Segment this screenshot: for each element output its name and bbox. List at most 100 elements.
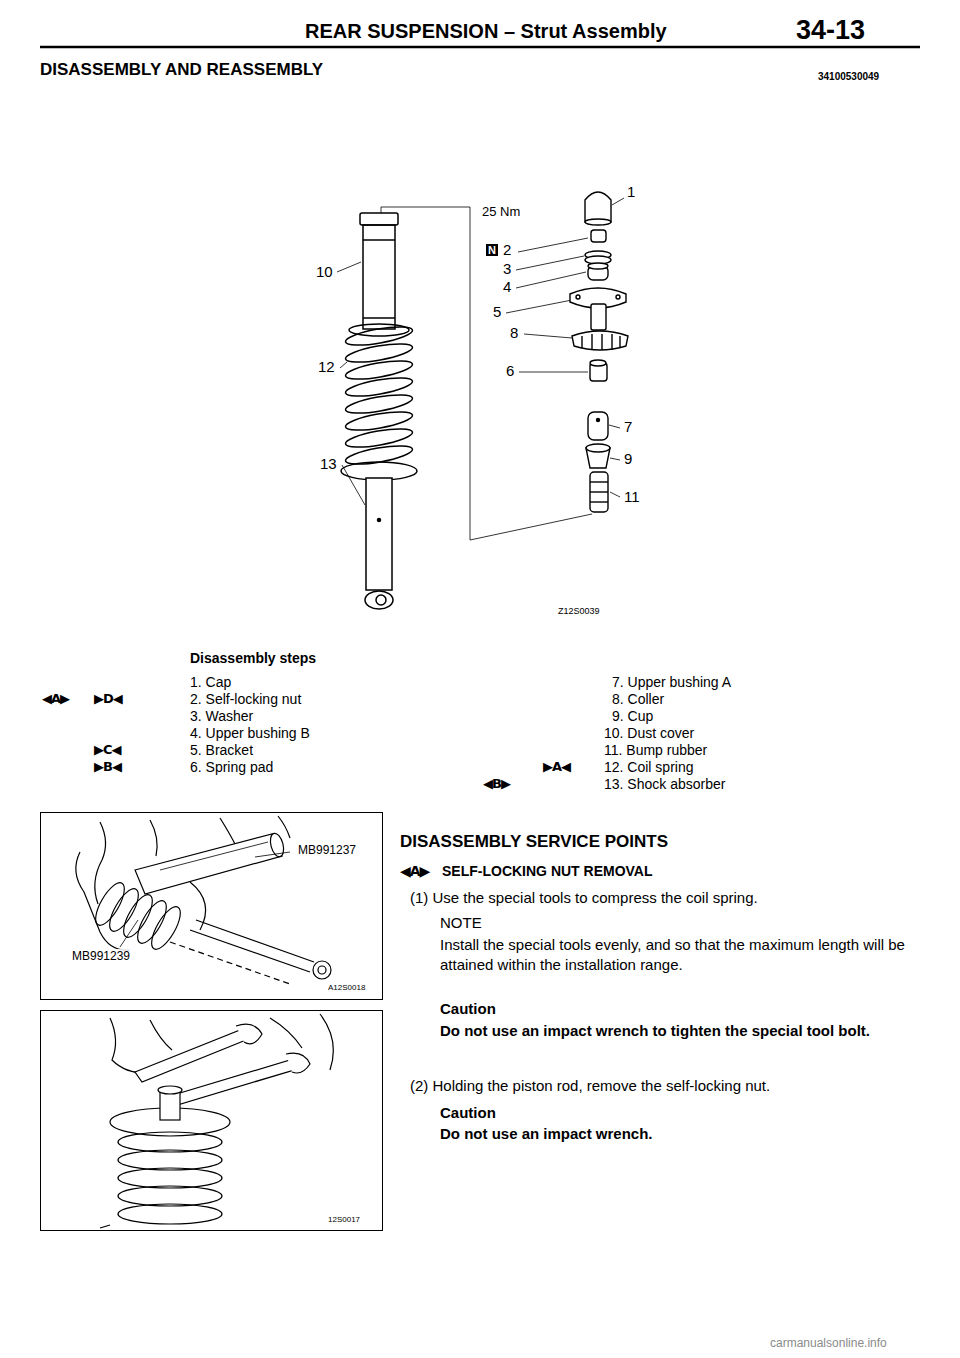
exploded-parts [570, 192, 628, 512]
step-item: 1. Cap [190, 674, 231, 691]
step-item: 6. Spring pad [190, 759, 273, 776]
note-text: Install the special tools evenly, and so… [440, 935, 920, 976]
torque-value: 25 Nm [482, 204, 520, 220]
strut-assembly-part [376, 595, 386, 605]
step-item: 9. Cup [612, 708, 653, 725]
service-point-mark: ◀A▶ [42, 691, 69, 707]
strut-assembly-part [360, 213, 398, 225]
nut-removal-figure-part [118, 1204, 222, 1224]
caution-text: Do not use an impact wrench. [440, 1125, 653, 1143]
leader-line-part [340, 362, 347, 368]
leader-line-part [609, 425, 620, 428]
spring-compressor-figure-part [255, 852, 290, 857]
nut-removal-figure-part [118, 1186, 222, 1206]
figure-code: Z12S0039 [558, 606, 600, 617]
callout-number: 11 [624, 488, 640, 506]
exploded-parts-part [591, 230, 606, 242]
leader-line-part [518, 238, 588, 252]
nut-removal-figure-part [320, 1014, 333, 1070]
step-item: 2. Self-locking nut [190, 691, 301, 708]
leader-line-part [337, 262, 361, 272]
step-item: 12. Coil spring [604, 759, 694, 776]
leader-line-part [342, 465, 365, 505]
callout-number: 5 [493, 303, 501, 321]
header-rule [40, 47, 920, 48]
leader-line-part [519, 372, 588, 373]
exploded-parts-part [586, 444, 610, 452]
step-item: 5. Bracket [190, 742, 253, 759]
watermark: carmanualsonline.info [770, 1336, 887, 1350]
strut-assembly-part [344, 425, 413, 451]
strut-assembly-part [363, 239, 395, 241]
caution-heading: Caution [440, 1000, 496, 1018]
nut-removal-figure-part [100, 1225, 110, 1228]
step-item: 8. Coller [612, 691, 664, 708]
group-bracket [381, 207, 592, 540]
figure-code: 12S0017 [327, 1215, 361, 1225]
nut-removal-figure-part [236, 1024, 262, 1044]
nut-removal-figure-part [135, 1030, 246, 1082]
exploded-parts-part [590, 481, 608, 482]
exploded-parts-part [601, 334, 602, 350]
exploded-parts-part [616, 295, 620, 299]
service-point-mark: ◀A▶ [400, 863, 429, 880]
strut-assembly-part [378, 519, 381, 522]
spring-compressor-figure-part [190, 930, 310, 972]
strut-assembly-part [344, 391, 413, 417]
nut-removal-figure-part [170, 1060, 294, 1106]
callout-number: 10 [316, 263, 333, 281]
spring-compressor-figure-part [196, 920, 314, 962]
spring-compressor-figure-part [220, 818, 236, 846]
callout-number: 6 [506, 362, 514, 380]
callout-number: 8 [510, 324, 518, 342]
exploded-parts-part [576, 295, 580, 299]
strut-assembly [341, 213, 417, 609]
service-point-mark: ▶D◀ [94, 691, 122, 707]
spring-compressor-figure-part [95, 822, 106, 904]
callout-number: 9 [624, 450, 632, 468]
callout-number: 1 [627, 183, 635, 201]
step-item: 3. Washer [190, 708, 253, 725]
strut-assembly-part [344, 323, 413, 349]
nut-removal-figure-part [286, 1053, 310, 1073]
section-heading: DISASSEMBLY AND REASSEMBLY [40, 60, 323, 80]
nut-removal-figure-part [158, 1086, 182, 1094]
spring-compressor-figure-part [313, 961, 331, 979]
leader-line-part [506, 300, 572, 313]
exploded-parts-part [590, 472, 608, 512]
spring-compressor-figure-part [160, 842, 268, 870]
exploded-parts-part [590, 501, 608, 502]
procedure-heading: SELF-LOCKING NUT REMOVAL [442, 863, 653, 880]
spring-compressor-figure-part [120, 920, 138, 947]
callout-number: 3 [503, 260, 511, 278]
callout-number: 4 [503, 278, 511, 296]
exploded-parts-part [585, 192, 611, 222]
page-title: REAR SUSPENSION – Strut Assembly [305, 19, 667, 43]
nut-removal-figure [100, 1014, 333, 1228]
strut-assembly-part [344, 408, 413, 434]
step-item: 7. Upper bushing A [612, 674, 731, 691]
strut-assembly-part [344, 357, 413, 383]
exploded-parts-part [588, 412, 608, 440]
nut-removal-figure-part [118, 1168, 222, 1188]
strut-assembly-part [344, 340, 413, 366]
exploded-parts-part [590, 360, 606, 366]
figure-code: A12S0018 [327, 983, 366, 993]
exploded-parts-part [611, 334, 612, 350]
spring-compressor-figure-part [135, 834, 282, 894]
leader-line [337, 198, 624, 505]
exploded-parts-part [591, 334, 592, 350]
nut-removal-figure-part [118, 1150, 222, 1170]
nut-removal-figure-part [150, 1020, 172, 1050]
tool-number: MB991237 [297, 843, 357, 857]
exploded-parts-part [597, 419, 600, 422]
leader-line-part [524, 334, 572, 338]
exploded-parts-part [619, 336, 620, 348]
figure-frame: MB991237MB991239A12S0018 [40, 812, 383, 1000]
step-item: 11. Bump rubber [604, 742, 707, 759]
exploded-parts-part [585, 219, 611, 225]
document-code: 34100530049 [818, 71, 879, 83]
section-heading: DISASSEMBLY SERVICE POINTS [400, 832, 668, 852]
